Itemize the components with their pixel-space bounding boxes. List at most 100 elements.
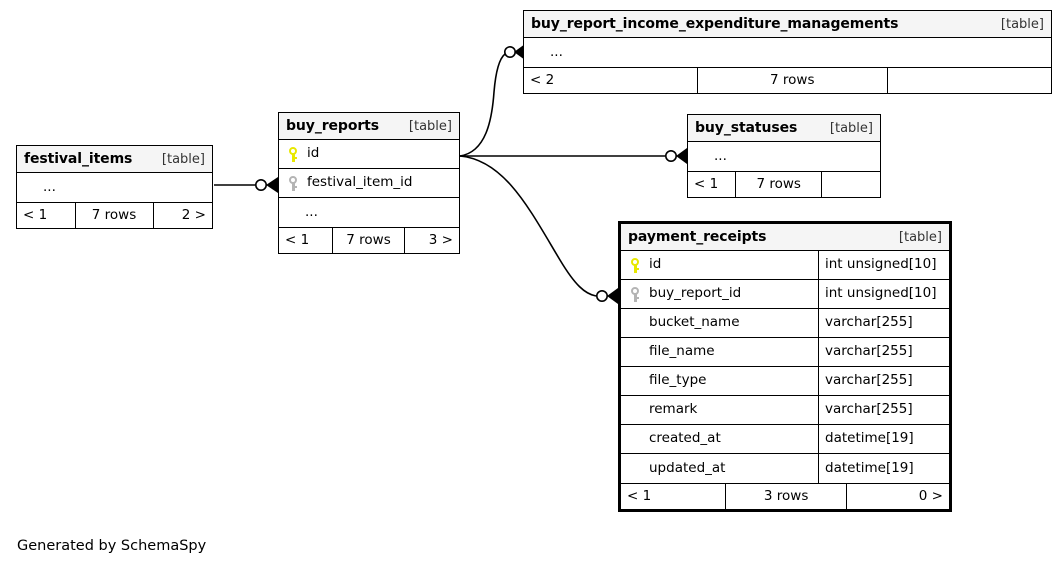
footer-parent-count: < 1 [621,484,726,509]
footer-child-count: 0 > [918,487,943,504]
table-title: buy_reports [286,118,379,134]
table-title: payment_receipts [628,229,767,245]
column-name-cell: buy_report_id [621,286,818,302]
table-row[interactable]: remark varchar[255] [621,396,949,425]
table-buy-reports[interactable]: buy_reports [table] id festival_item_id [278,112,460,254]
column-type: datetime[19] [818,425,949,453]
column-name-cell: remark [621,403,818,418]
table-columns: ... [524,38,1051,67]
table-type-tag: [table] [829,120,873,136]
table-footer: < 1 3 rows 0 > [621,483,949,509]
column-label: ... [305,205,318,220]
edge-endpoint-income-expenditure [503,44,525,60]
column-name-cell: bucket_name [621,316,818,331]
table-row[interactable]: id int unsigned[10] [621,251,949,280]
table-type-tag: [table] [1000,16,1044,32]
column-type: varchar[255] [818,396,949,424]
column-name-cell: ... [524,45,1051,60]
table-payment-receipts[interactable]: payment_receipts [table] id int unsigned… [618,221,952,512]
edge-endpoint-payment-receipts [595,288,618,304]
column-label: bucket_name [649,315,740,331]
table-row[interactable]: ... [279,198,459,227]
table-row[interactable]: file_name varchar[255] [621,338,949,367]
column-type: varchar[255] [818,309,949,337]
table-row[interactable]: created_at datetime[19] [621,425,949,454]
column-label: id [307,146,320,162]
table-row[interactable]: updated_at datetime[19] [621,454,949,483]
table-title: buy_statuses [695,120,798,136]
column-label: id [649,257,662,273]
table-title: buy_report_income_expenditure_management… [531,16,899,32]
edge-endpoint-buy-statuses [664,148,687,164]
table-columns: ... [17,173,212,202]
footer-child-count: 2 > [181,206,206,223]
column-label: ... [550,45,563,60]
table-header: payment_receipts [table] [621,224,949,251]
edge-buy-reports-to-income-expenditure [459,53,506,157]
table-footer: < 2 7 rows [524,67,1051,93]
table-row[interactable]: bucket_name varchar[255] [621,309,949,338]
column-type: int unsigned[10] [818,251,949,279]
table-buy-statuses[interactable]: buy_statuses [table] ... < 1 7 rows [687,114,881,198]
table-buy-report-income-expenditure-managements[interactable]: buy_report_income_expenditure_management… [523,10,1052,94]
generated-by-credit: Generated by SchemaSpy [17,538,207,554]
column-type: int unsigned[10] [818,280,949,308]
footer-row-count: 7 rows [76,203,154,228]
column-name-cell: ... [279,205,459,220]
table-type-tag: [table] [408,118,452,134]
footer-parent-count: < 2 [524,68,698,93]
table-type-tag: [table] [898,229,942,245]
footer-child-count: 3 > [428,231,453,248]
table-header: buy_statuses [table] [688,115,880,142]
primary-key-icon [287,146,300,162]
foreign-key-icon [629,286,642,302]
column-type: varchar[255] [818,338,949,366]
footer-row-count: 7 rows [698,68,888,93]
column-label: festival_item_id [307,175,413,191]
column-name-cell: ... [17,180,212,195]
table-row[interactable]: ... [524,38,1051,67]
table-footer: < 1 7 rows 3 > [279,227,459,253]
column-type: varchar[255] [818,367,949,395]
table-row[interactable]: file_type varchar[255] [621,367,949,396]
table-type-tag: [table] [161,151,205,167]
column-name-cell: festival_item_id [279,175,459,191]
table-festival-items[interactable]: festival_items [table] ... < 1 7 rows 2 … [16,145,213,229]
column-label: file_type [649,373,707,389]
footer-child-count [888,68,1051,93]
column-type: datetime[19] [818,454,949,483]
table-footer: < 1 7 rows 2 > [17,202,212,228]
column-name-cell: id [621,257,818,273]
column-label: remark [649,402,698,418]
column-name-cell: file_type [621,374,818,389]
edge-buy-reports-to-payment-receipts [459,155,597,297]
table-title: festival_items [24,151,133,167]
column-label: ... [43,180,56,195]
table-header: buy_report_income_expenditure_management… [524,11,1051,38]
foreign-key-icon [287,175,300,191]
edge-endpoint-festival-items-to-buy-reports [255,177,278,193]
footer-row-count: 7 rows [736,172,823,197]
column-label: updated_at [649,461,726,476]
table-row[interactable]: festival_item_id [279,169,459,198]
table-header: buy_reports [table] [279,113,459,140]
column-label: file_name [649,344,715,360]
column-label: buy_report_id [649,286,742,302]
footer-row-count: 7 rows [333,228,405,253]
table-columns: ... [688,142,880,171]
primary-key-icon [629,257,642,273]
table-row[interactable]: ... [688,142,880,171]
table-row[interactable]: ... [17,173,212,202]
table-row[interactable]: buy_report_id int unsigned[10] [621,280,949,309]
column-name-cell: updated_at [621,461,818,476]
footer-row-count: 3 rows [726,484,848,509]
column-label: created_at [649,431,721,447]
column-name-cell: ... [688,149,880,164]
column-name-cell: created_at [621,432,818,447]
table-footer: < 1 7 rows [688,171,880,197]
table-row[interactable]: id [279,140,459,169]
column-name-cell: id [279,146,459,162]
table-columns: id festival_item_id ... [279,140,459,227]
